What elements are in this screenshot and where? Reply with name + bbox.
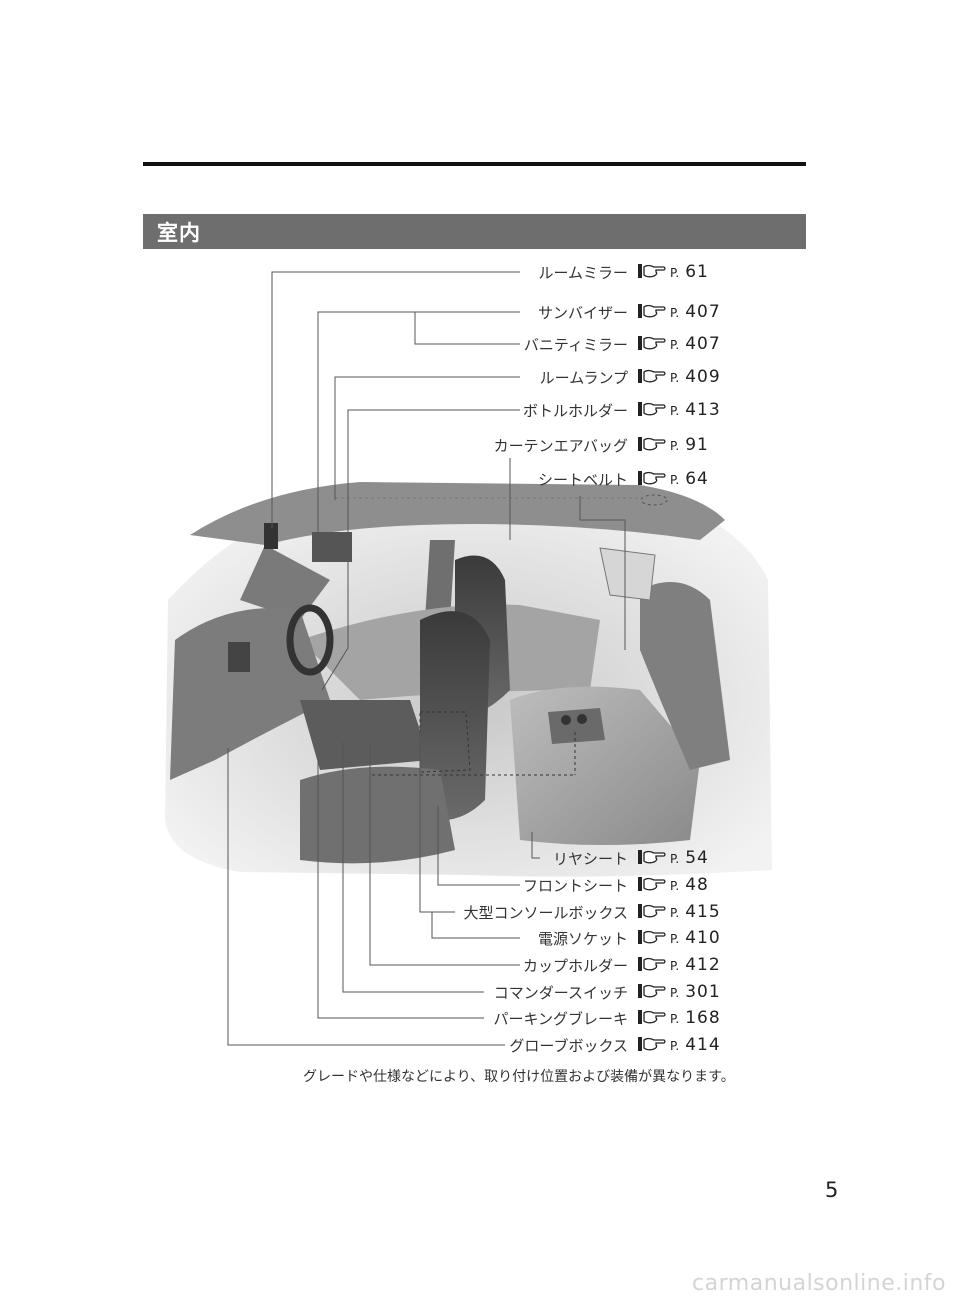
page-reference[interactable]: P.54 xyxy=(638,848,709,868)
callout-label-room-lamp: ルームランプ xyxy=(539,369,628,387)
callout-label-commander-switch: コマンダースイッチ xyxy=(493,984,628,1002)
callout-label-seat-belt: シートベルト xyxy=(537,471,628,489)
page-reference[interactable]: P.415 xyxy=(638,902,721,922)
pointing-hand-icon xyxy=(638,957,666,971)
page-reference[interactable]: P.48 xyxy=(638,875,709,895)
callout-label-room-mirror: ルームミラー xyxy=(538,264,628,282)
page-reference[interactable]: P.168 xyxy=(638,1008,721,1028)
section-header: 室内 xyxy=(143,214,806,249)
callout-label-glove-box: グローブボックス xyxy=(509,1037,628,1055)
pointing-hand-icon xyxy=(638,402,666,416)
callout-label-front-seat: フロントシート xyxy=(522,877,628,895)
page-reference[interactable]: P.91 xyxy=(638,435,709,455)
page-reference[interactable]: P.409 xyxy=(638,367,721,387)
page-reference[interactable]: P.414 xyxy=(638,1035,721,1055)
callout-label-rear-seat: リヤシート xyxy=(552,850,628,868)
top-rule xyxy=(143,162,806,166)
leader-lines-top xyxy=(271,271,626,691)
pointing-hand-icon xyxy=(638,984,666,998)
callout-label-cup-holder: カップホルダー xyxy=(522,957,628,975)
page-number: 5 xyxy=(825,1178,839,1202)
watermark: carmanualsonline.info xyxy=(692,1271,946,1296)
callout-label-curtain-airbag: カーテンエアバッグ xyxy=(493,437,628,455)
page-reference[interactable]: P.407 xyxy=(638,302,721,322)
page-reference[interactable]: P.64 xyxy=(638,469,709,489)
pointing-hand-icon xyxy=(638,850,666,864)
page-reference[interactable]: P.301 xyxy=(638,982,721,1002)
pointing-hand-icon xyxy=(638,336,666,350)
pointing-hand-icon xyxy=(638,369,666,383)
callout-label-bottle-holder: ボトルホルダー xyxy=(522,402,628,420)
equipment-note: グレードや仕様などにより、取り付け位置および装備が異なります。 xyxy=(303,1069,735,1085)
callout-label-console-box: 大型コンソールボックス xyxy=(463,904,628,922)
interior-illustration xyxy=(165,482,772,877)
page-reference[interactable]: P.61 xyxy=(638,262,709,282)
callout-label-power-socket: 電源ソケット xyxy=(537,930,628,948)
pointing-hand-icon xyxy=(638,437,666,451)
pointing-hand-icon xyxy=(638,471,666,485)
leader-lines-bottom xyxy=(227,732,540,1046)
pointing-hand-icon xyxy=(638,930,666,944)
page-reference[interactable]: P.410 xyxy=(638,928,721,948)
page-reference[interactable]: P.407 xyxy=(638,334,721,354)
callout-label-vanity-mirror: バニティミラー xyxy=(523,336,628,354)
pointing-hand-icon xyxy=(638,264,666,278)
pointing-hand-icon xyxy=(638,1010,666,1024)
page-reference[interactable]: P.412 xyxy=(638,955,721,975)
callout-label-parking-brake: パーキングブレーキ xyxy=(493,1010,628,1028)
callout-label-sun-visor: サンバイザー xyxy=(537,304,628,322)
page-reference[interactable]: P.413 xyxy=(638,400,721,420)
pointing-hand-icon xyxy=(638,904,666,918)
section-title: 室内 xyxy=(157,221,201,245)
pointing-hand-icon xyxy=(638,877,666,891)
pointing-hand-icon xyxy=(638,304,666,318)
pointing-hand-icon xyxy=(638,1037,666,1051)
